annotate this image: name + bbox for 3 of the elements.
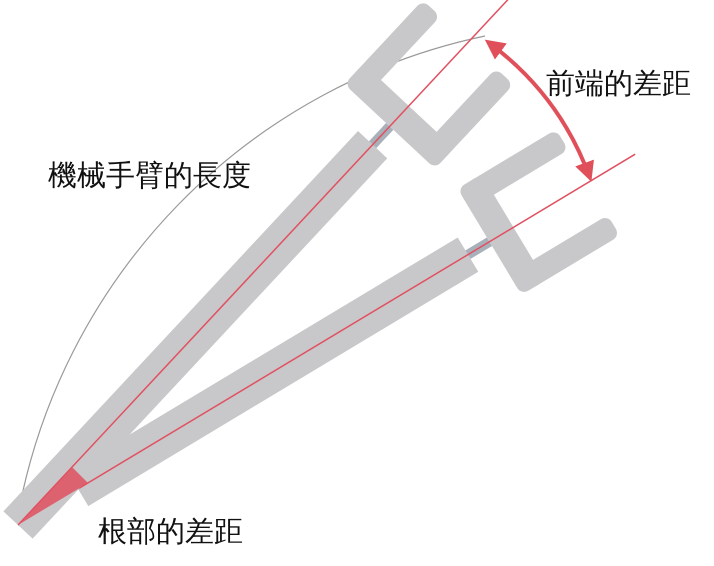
tip-gap-label: 前端的差距 [546, 66, 691, 101]
arm-length-label: 機械手臂的長度 [48, 158, 251, 193]
root-gap-label: 根部的差距 [98, 514, 243, 549]
